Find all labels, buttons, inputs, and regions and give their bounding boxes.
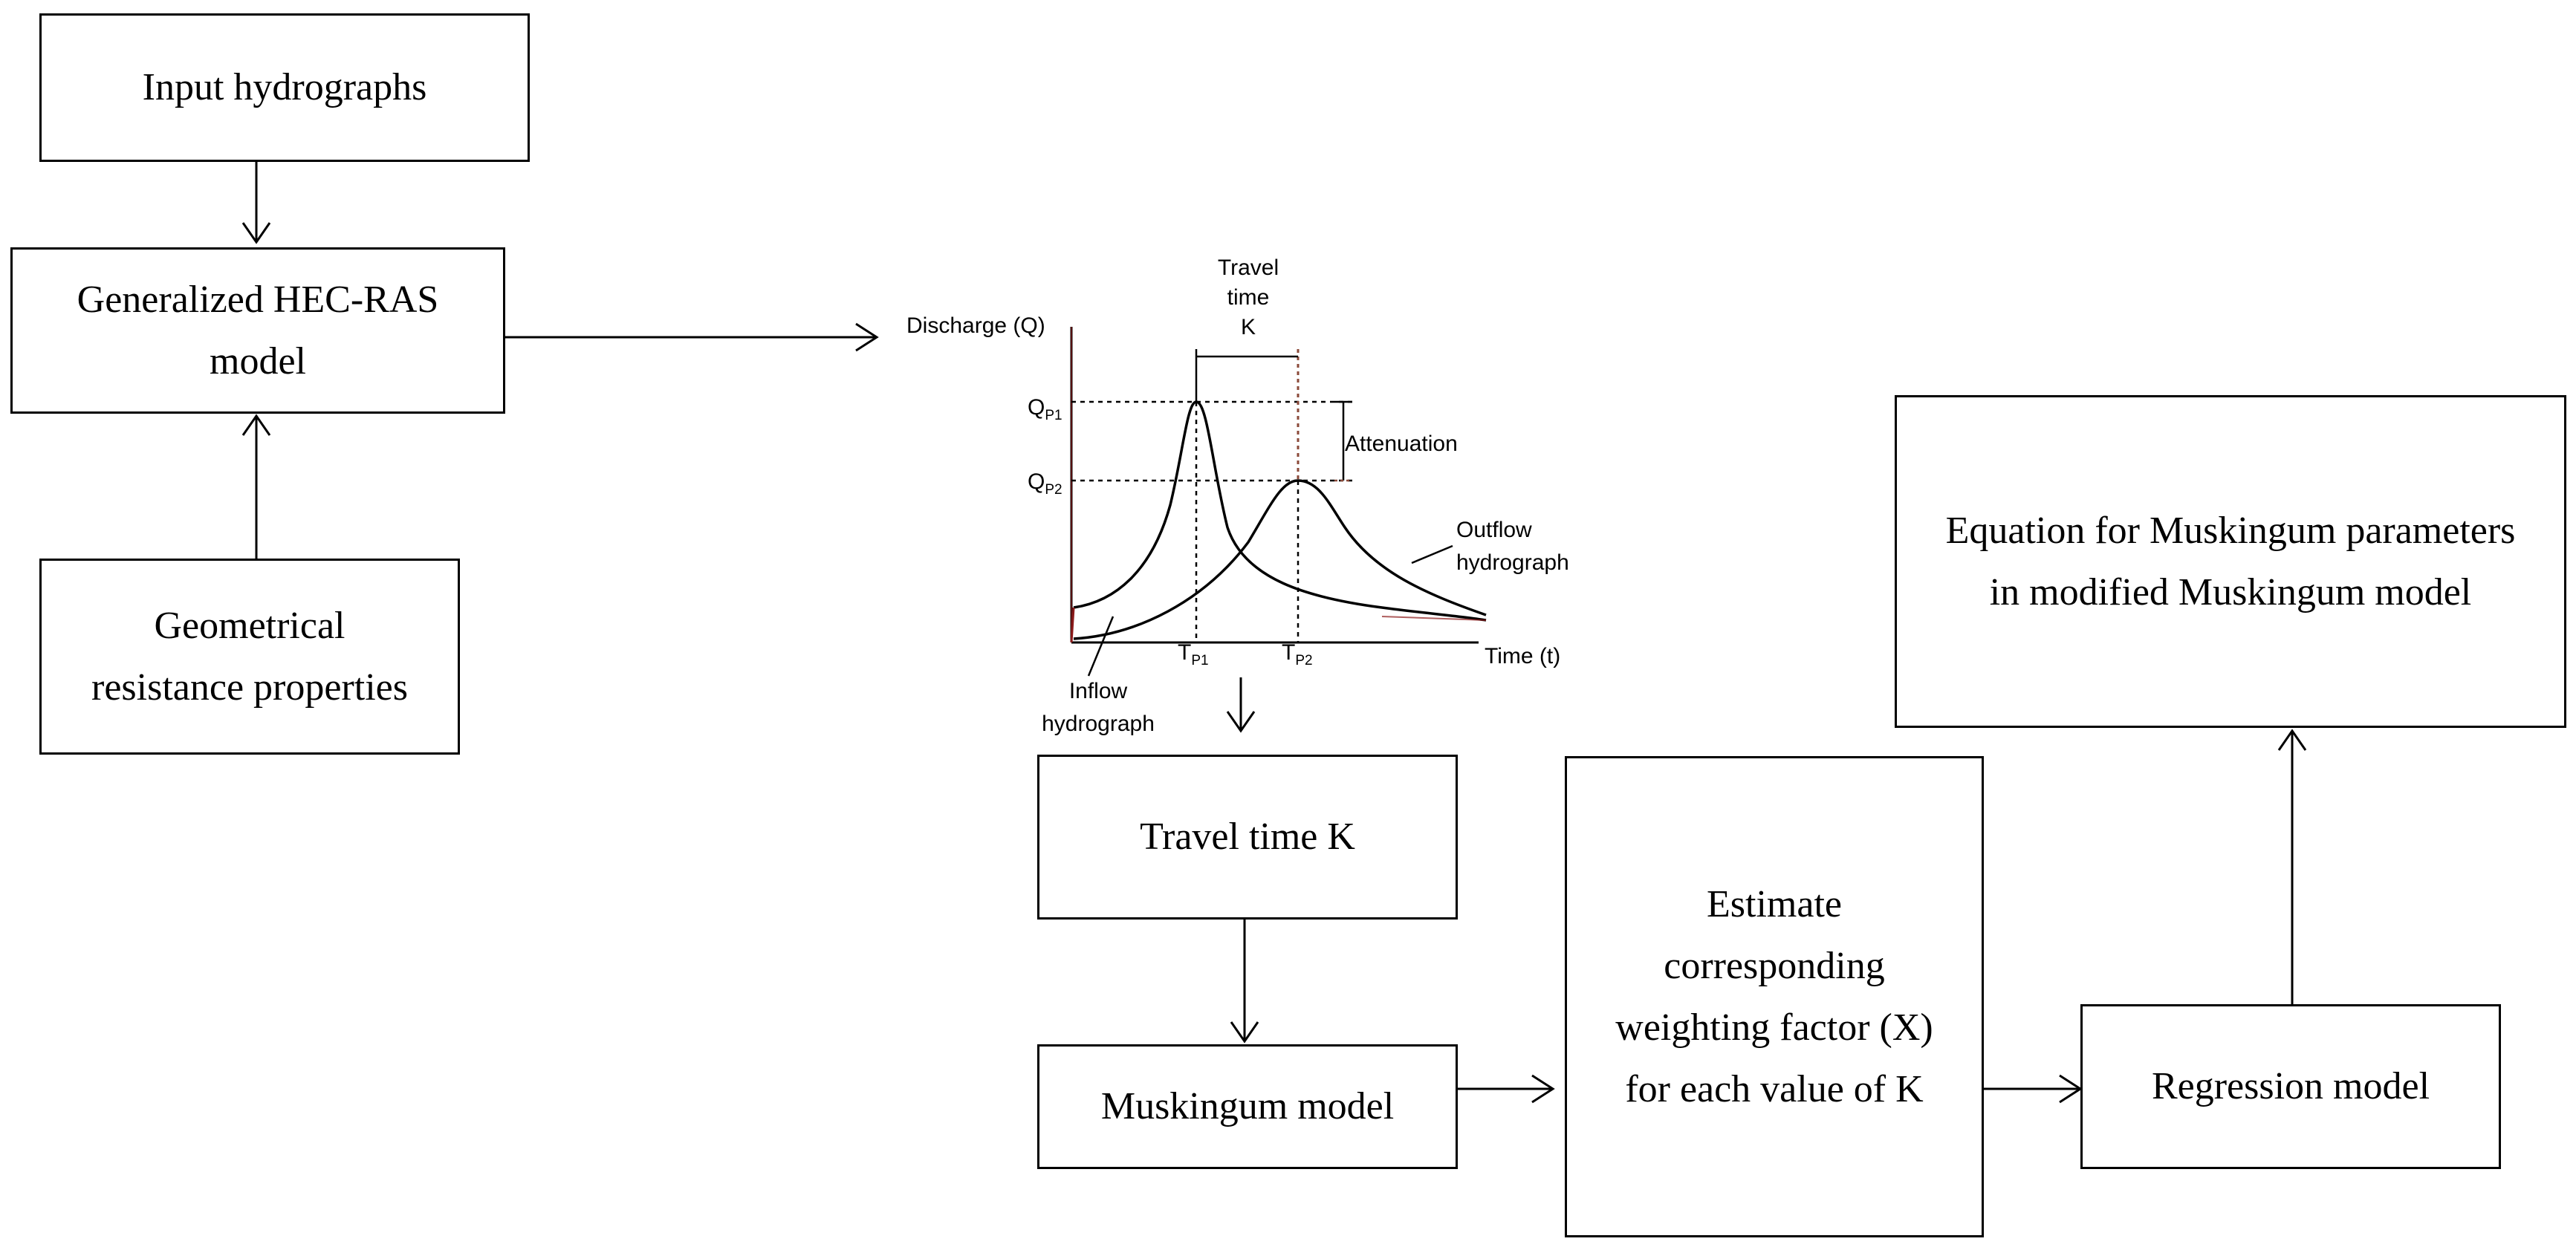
estimate-weighting-factor-box: Estimate corresponding weighting factor … (1565, 756, 1984, 1237)
hec-ras-model-box: Generalized HEC-RAS model (10, 247, 505, 414)
inflow-hydrograph-curve (1073, 400, 1487, 622)
muskingum-model-label: Muskingum model (1100, 1085, 1395, 1128)
geometrical-resistance-label: Geometrical resistance properties (91, 604, 408, 709)
input-hydrographs-label: Input hydrographs (142, 66, 427, 109)
inflow-label-line1: Inflow (1069, 679, 1128, 703)
outflow-label-line1: Outflow (1456, 518, 1532, 542)
muskingum-equation-box: Equation for Muskingum parameters in mod… (1895, 395, 2566, 728)
arrow-hecras-to-hydrograph (505, 322, 879, 352)
tp1-label: TP1 (1178, 640, 1209, 668)
outflow-hydrograph-curve (1073, 479, 1487, 640)
travel-time-k-box: Travel time K (1037, 755, 1458, 920)
arrow-muskingum-to-estimate (1458, 1074, 1555, 1104)
travel-time-label-line1: Travel (1218, 256, 1279, 280)
tp2-label: TP2 (1282, 640, 1313, 668)
arrow-estimate-to-regression (1984, 1074, 2083, 1104)
arrow-regression-to-equation (2277, 729, 2307, 1004)
inflow-start-segment (1070, 607, 1075, 643)
qp1-label: QP1 (1028, 395, 1062, 423)
travel-time-k-label: Travel time K (1140, 816, 1355, 859)
arrow-input-to-hecras (241, 162, 271, 244)
regression-model-label: Regression model (2151, 1065, 2430, 1108)
muskingum-model-box: Muskingum model (1037, 1044, 1458, 1169)
arrow-traveltime-to-muskingum (1230, 920, 1259, 1044)
estimate-weighting-factor-label: Estimate corresponding weighting factor … (1615, 882, 1933, 1111)
travel-time-label-line2: time (1227, 285, 1270, 310)
geometrical-resistance-box: Geometrical resistance properties (39, 559, 460, 755)
outflow-label-line2: hydrograph (1456, 550, 1569, 575)
qp2-label: QP2 (1028, 469, 1062, 498)
travel-time-label-line3: K (1241, 315, 1256, 339)
muskingum-equation-label: Equation for Muskingum parameters in mod… (1945, 509, 2516, 614)
discharge-axis-label: Discharge (Q) (906, 313, 1045, 338)
arrow-geometrical-to-hecras (241, 414, 271, 559)
attenuation-label: Attenuation (1345, 432, 1458, 456)
outflow-pointer (1411, 544, 1453, 564)
time-axis-label: Time (t) (1485, 644, 1560, 668)
arrow-hydrograph-to-traveltime (1226, 677, 1256, 733)
inflow-pointer (1087, 616, 1115, 677)
regression-model-box: Regression model (2080, 1004, 2501, 1169)
input-hydrographs-box: Input hydrographs (39, 13, 530, 162)
recession-tail-segment (1381, 616, 1487, 621)
hec-ras-model-label: Generalized HEC-RAS model (77, 278, 439, 383)
inflow-label-line2: hydrograph (1042, 712, 1155, 736)
hydrograph-figure: Discharge (Q) Time (t) QP1 QP2 TP1 TP2 T… (906, 256, 1569, 736)
